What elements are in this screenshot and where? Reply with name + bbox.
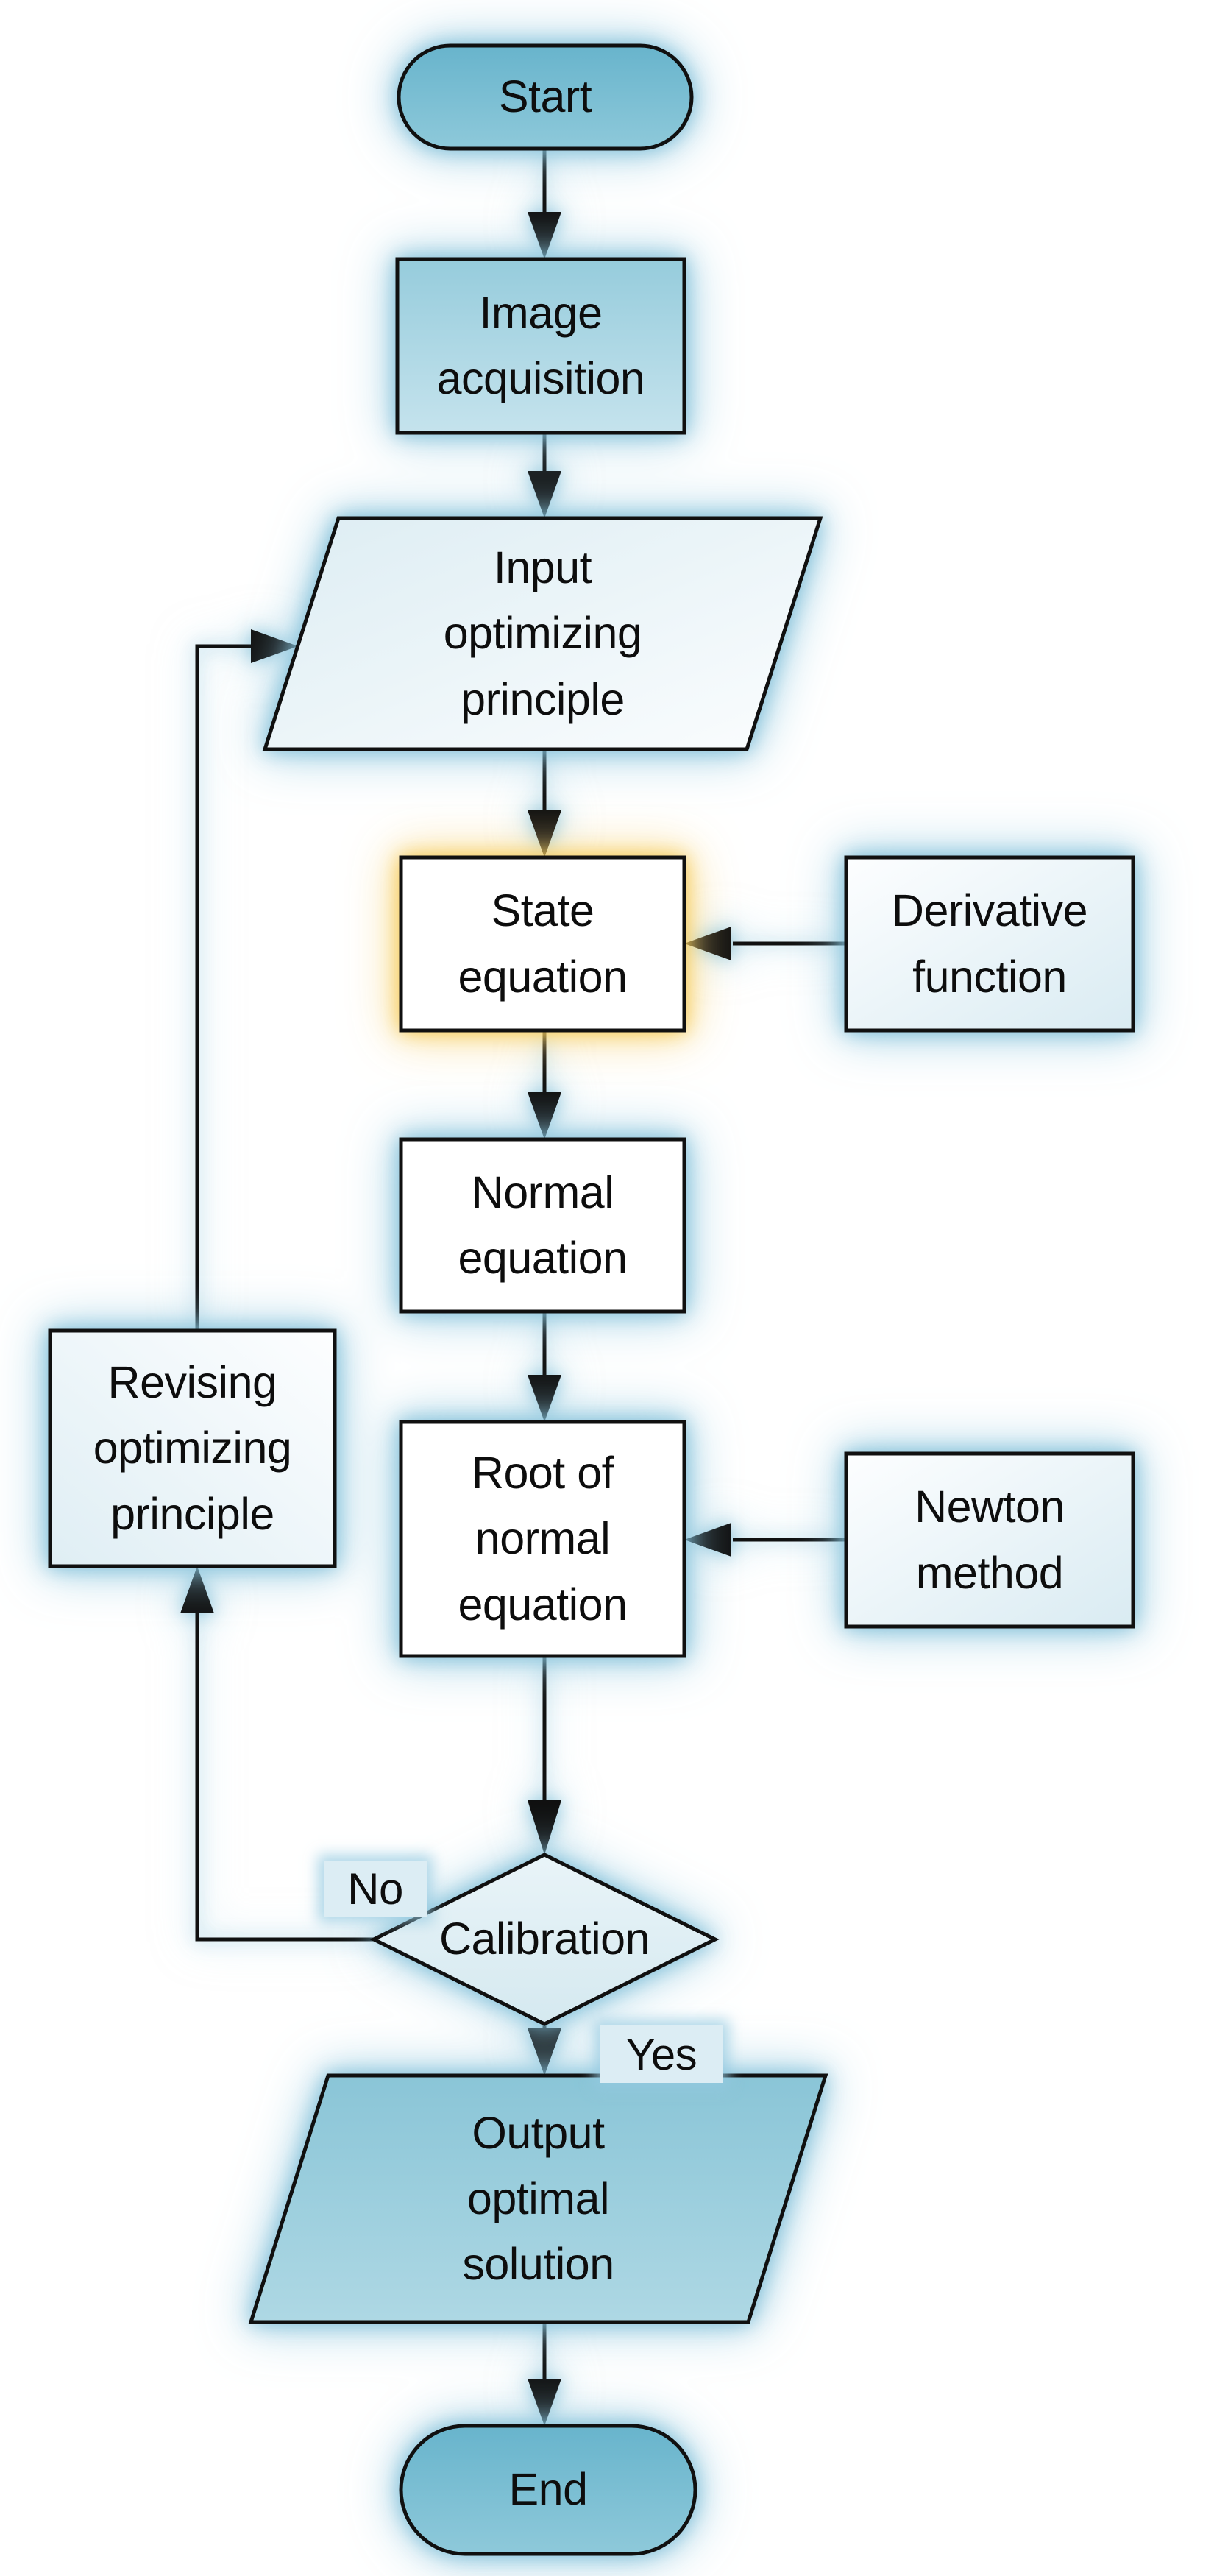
node-label-state-equation: State equation (458, 885, 628, 1002)
arrow-revising-to-input (195, 644, 254, 1331)
node-label-image-acquisition: Image acquisition (436, 287, 645, 403)
node-label-newton-method: Newton method (915, 1482, 1065, 1598)
newton-method-shape (844, 1451, 1135, 1629)
arrowhead-down-icon (528, 1092, 561, 1139)
image-acquisition-shape (395, 257, 686, 435)
state-equation-shape (399, 855, 686, 1033)
revising-optimizing-principle-shape (48, 1328, 337, 1568)
arrowhead-left-icon (684, 1523, 731, 1557)
arrowhead-down-icon (528, 810, 561, 857)
node-label-start: Start (498, 71, 592, 122)
arrowhead-down-icon (528, 1375, 561, 1422)
edge-label-no: No (324, 1861, 427, 1917)
arrow-calibration-no-path (195, 1612, 374, 1942)
normal-equation-shape (399, 1137, 686, 1314)
node-label-derivative-function: Derivative function (891, 885, 1088, 1002)
arrowhead-up-icon (180, 1566, 214, 1613)
root-of-normal-equation-shape (399, 1420, 686, 1658)
end-terminator-shape (399, 2424, 697, 2556)
input-optimizing-principle-shape (262, 516, 823, 751)
calibration-decision-shape (369, 1853, 720, 2026)
derivative-function-shape (844, 855, 1135, 1033)
arrowhead-down-icon (528, 212, 561, 259)
arrowhead-down-icon (528, 2028, 561, 2076)
node-label-revising-optimizing-principle: Revising optimizing principle (93, 1357, 292, 1539)
node-label-normal-equation: Normal equation (458, 1167, 628, 1283)
start-terminator-shape (397, 43, 694, 151)
node-label-input-optimizing-principle: Input optimizing principle (443, 542, 642, 724)
node-label-end: End (508, 2464, 588, 2515)
node-label-output-optimal-solution: Output optimal solution (462, 2107, 614, 2290)
arrowhead-down-icon (528, 471, 561, 518)
connector-arrows (180, 149, 846, 2426)
node-label-root-of-normal-equation: Root of normal equation (458, 1448, 628, 1630)
arrowhead-down-icon (528, 1800, 561, 1855)
arrowhead-down-icon (528, 2379, 561, 2426)
arrowhead-right-icon (251, 629, 298, 663)
edge-label-yes: Yes (600, 2025, 723, 2083)
node-label-calibration: Calibration (439, 1914, 650, 1964)
arrowhead-left-icon (684, 927, 731, 960)
